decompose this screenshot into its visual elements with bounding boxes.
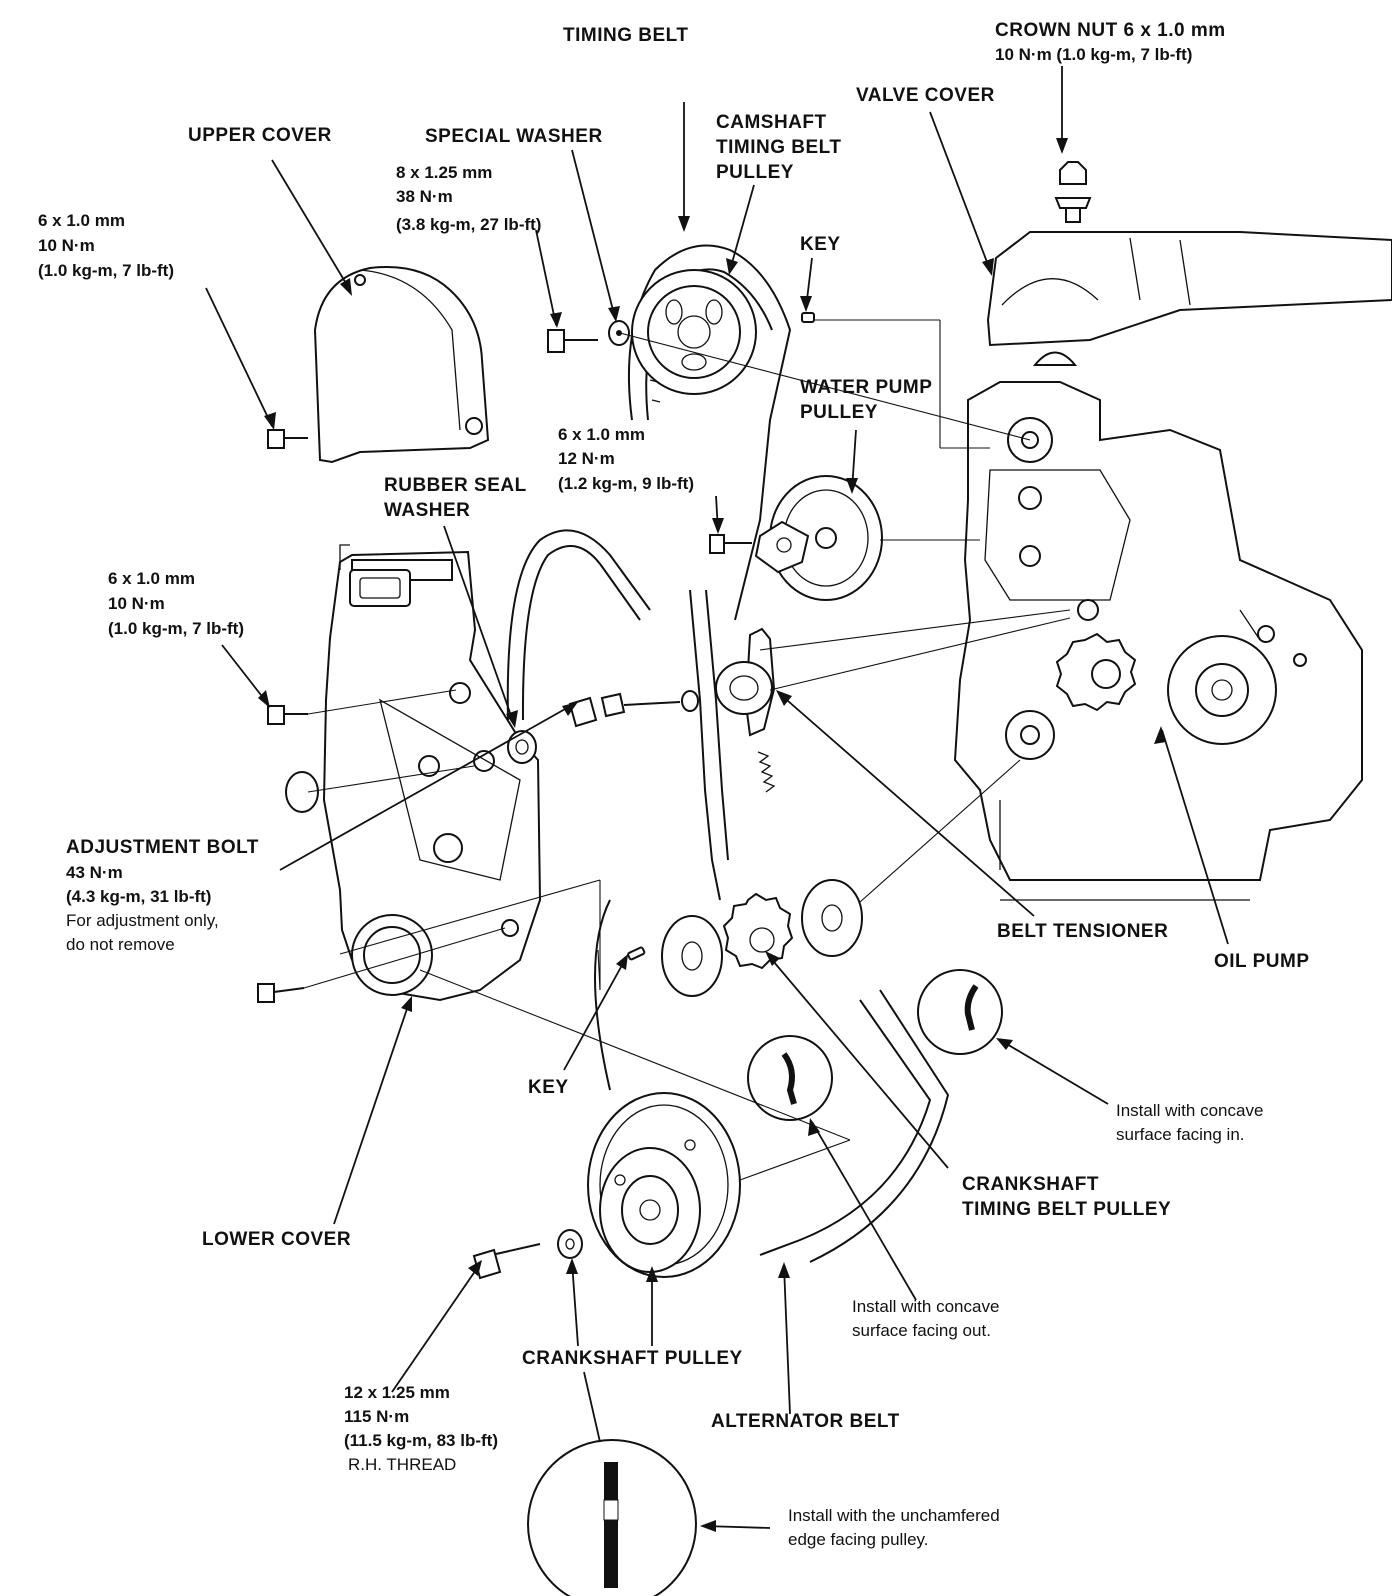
spec-cam-bolt-torque-alt: (3.8 kg-m, 27 lb-ft)	[396, 215, 541, 234]
arrowheads	[258, 138, 1166, 1532]
note-unchamfered-2: edge facing pulley.	[788, 1530, 929, 1549]
water-pump-bolt	[709, 534, 752, 554]
key-bottom-part	[627, 946, 646, 961]
note-concave-out-2: surface facing out.	[852, 1321, 991, 1340]
rubber-seal-washer	[507, 730, 537, 764]
detail-circle-unchamfered	[527, 1439, 697, 1596]
spec-crank-bolt-torque-alt: (11.5 kg-m, 83 lb-ft)	[344, 1431, 498, 1450]
label-belt-tensioner: BELT TENSIONER	[997, 921, 1168, 942]
label-upper-cover: UPPER COVER	[188, 125, 332, 146]
note-concave-in-2: surface facing in.	[1116, 1125, 1245, 1144]
grommet	[285, 771, 319, 813]
spec-lower-cover-bolt-torque: 10 N·m	[108, 594, 165, 613]
label-alternator-belt: ALTERNATOR BELT	[711, 1411, 900, 1432]
lower-cover	[322, 544, 542, 1002]
spec-water-pump-bolt-size: 6 x 1.0 mm	[558, 425, 645, 444]
key-top-part	[801, 312, 815, 323]
label-camshaft-pulley-1: CAMSHAFT	[716, 112, 827, 133]
water-pump-pulley	[754, 475, 883, 601]
special-washer	[608, 320, 630, 346]
camshaft-timing-belt-pulley	[631, 269, 757, 395]
label-water-pump-2: PULLEY	[800, 402, 878, 423]
crank-pulley-bolt	[472, 1243, 541, 1280]
label-special-washer: SPECIAL WASHER	[425, 126, 603, 147]
label-crankshaft-timing-pulley-1: CRANKSHAFT	[962, 1174, 1099, 1195]
label-water-pump-1: WATER PUMP	[800, 377, 932, 398]
engine-block	[953, 381, 1363, 901]
note-rh-thread: R.H. THREAD	[348, 1455, 456, 1474]
note-adjustment-1: For adjustment only,	[66, 911, 219, 930]
spec-lower-cover-bolt-size: 6 x 1.0 mm	[108, 569, 195, 588]
lower-cover-bolt	[267, 705, 308, 725]
spec-adjustment-bolt-torque: 43 N·m	[66, 863, 123, 882]
crown-nut	[1054, 161, 1092, 223]
spec-lower-cover-bolt-torque-alt: (1.0 kg-m, 7 lb-ft)	[108, 619, 244, 638]
spec-upper-cover-bolt-size: 6 x 1.0 mm	[38, 211, 125, 230]
crankshaft-timing-belt-pulley	[722, 892, 794, 970]
cam-pulley-bolt	[547, 329, 598, 353]
label-adjustment-bolt: ADJUSTMENT BOLT	[66, 837, 259, 858]
label-crankshaft-pulley: CRANKSHAFT PULLEY	[522, 1348, 743, 1369]
label-crown-nut-torque: 10 N·m (1.0 kg-m, 7 lb-ft)	[995, 45, 1192, 64]
valve-cover	[986, 231, 1392, 366]
crankshaft-pulley	[587, 1092, 741, 1278]
label-key-bottom: KEY	[528, 1077, 569, 1098]
crank-guide-plate-inner	[661, 915, 723, 997]
crank-guide-plate-outer	[801, 879, 863, 957]
upper-cover-bolt	[267, 429, 308, 449]
spec-crank-bolt-torque: 115 N·m	[344, 1407, 409, 1426]
crank-washer	[557, 1229, 583, 1259]
belt-tensioner	[715, 627, 776, 793]
spec-crank-bolt-size: 12 x 1.25 mm	[344, 1383, 450, 1402]
alignment-lines	[303, 319, 1071, 1181]
label-camshaft-pulley-3: PULLEY	[716, 162, 794, 183]
label-rubber-seal-2: WASHER	[384, 500, 470, 521]
note-adjustment-2: do not remove	[66, 935, 175, 954]
label-rubber-seal-1: RUBBER SEAL	[384, 475, 527, 496]
spec-adjustment-bolt-torque-alt: (4.3 kg-m, 31 lb-ft)	[66, 887, 211, 906]
spec-upper-cover-bolt-torque: 10 N·m	[38, 236, 95, 255]
note-concave-in-1: Install with concave	[1116, 1101, 1263, 1120]
detail-circle-concave-in	[917, 969, 1003, 1055]
label-valve-cover: VALVE COVER	[856, 85, 995, 106]
label-crankshaft-timing-pulley-2: TIMING BELT PULLEY	[962, 1199, 1171, 1220]
spec-cam-bolt-torque: 38 N·m	[396, 187, 453, 206]
label-camshaft-pulley-2: TIMING BELT	[716, 137, 841, 158]
alternator-belt	[506, 529, 950, 1263]
label-oil-pump: OIL PUMP	[1214, 951, 1310, 972]
spec-cam-bolt-size: 8 x 1.25 mm	[396, 163, 492, 182]
label-timing-belt: TIMING BELT	[563, 25, 688, 46]
note-concave-out-1: Install with concave	[852, 1297, 999, 1316]
detail-circle-concave-out	[747, 1035, 833, 1121]
spec-water-pump-bolt-torque: 12 N·m	[558, 449, 615, 468]
spec-water-pump-bolt-torque-alt: (1.2 kg-m, 9 lb-ft)	[558, 474, 694, 493]
label-lower-cover: LOWER COVER	[202, 1229, 351, 1250]
note-unchamfered-1: Install with the unchamfered	[788, 1506, 1000, 1525]
label-key-top: KEY	[800, 234, 841, 255]
upper-cover	[313, 265, 490, 464]
label-crown-nut: CROWN NUT 6 x 1.0 mm	[995, 20, 1226, 41]
adjustment-bolt	[568, 690, 699, 728]
lower-cover-bolt-bottom	[257, 983, 305, 1003]
spec-upper-cover-bolt-torque-alt: (1.0 kg-m, 7 lb-ft)	[38, 261, 174, 280]
